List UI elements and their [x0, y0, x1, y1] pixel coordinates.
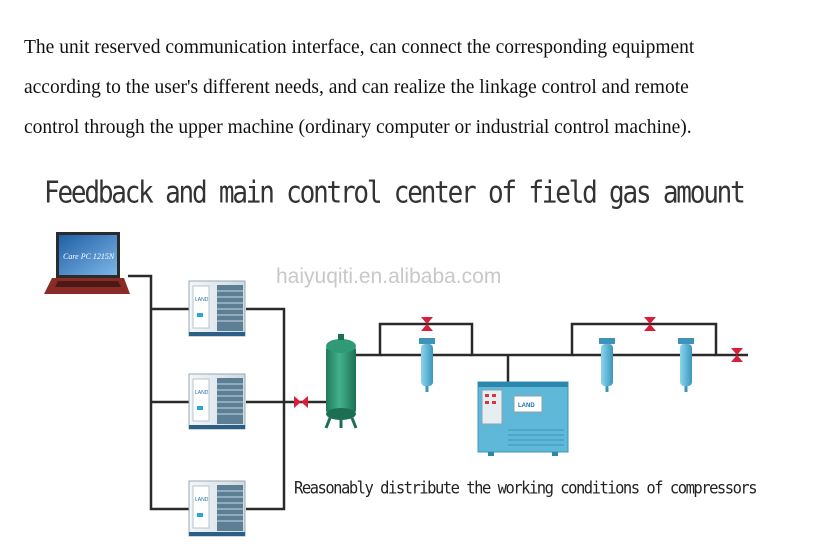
- valve-icon: [294, 396, 308, 408]
- valves: [294, 317, 743, 408]
- valve-icon: [731, 348, 743, 362]
- compressor-icon: LAND: [188, 280, 246, 337]
- compressor-brand: LAND: [195, 497, 209, 503]
- tank-outlet: [356, 322, 508, 357]
- filter-icon: [599, 338, 615, 392]
- filter-icon: [678, 338, 694, 392]
- intro-line: The unit reserved communication interfac…: [24, 37, 695, 58]
- intro-line: control through the upper machine (ordin…: [24, 117, 692, 138]
- compressor-brand: LAND: [195, 297, 209, 303]
- dryer-out: [508, 322, 748, 357]
- valve-icon: [644, 317, 656, 331]
- compressor-brand: LAND: [195, 390, 209, 396]
- compressor-riser: [246, 307, 286, 511]
- laptop-screen-text: Care PC 1215N: [63, 252, 115, 261]
- intro-text: The unit reserved communication interfac…: [24, 28, 804, 148]
- valve-icon: [421, 317, 433, 331]
- compressor-icon: LAND: [188, 373, 246, 430]
- diagram-title: Feedback and main control center of fiel…: [44, 176, 746, 211]
- compressor-icon: LAND: [188, 480, 246, 537]
- laptop-icon: Care PC 1215N: [44, 232, 130, 294]
- air-dryer-icon: LAND: [477, 381, 569, 456]
- intro-line: according to the user's different needs,…: [24, 77, 689, 98]
- laptop-feed-line: [128, 274, 190, 511]
- filter-icon: [419, 338, 435, 392]
- diagram-caption: Reasonably distribute the working condit…: [294, 478, 758, 498]
- dryer-brand: LAND: [518, 403, 535, 409]
- air-tank-icon: [324, 334, 358, 429]
- watermark: haiyuqiti.en.alibaba.com: [276, 265, 502, 288]
